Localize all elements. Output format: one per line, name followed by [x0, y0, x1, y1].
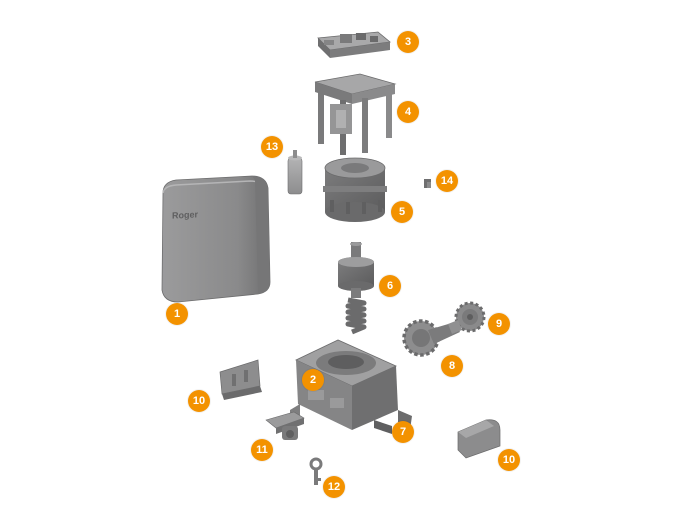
release-key [309, 457, 323, 485]
callout-2: 2 [302, 369, 324, 391]
drive-gear [402, 319, 462, 357]
callout-14: 14 [436, 170, 458, 192]
callout-13: 13 [261, 136, 283, 158]
callout-12: 12 [323, 476, 345, 498]
callout-8: 8 [441, 355, 463, 377]
callout-10-right: 10 [498, 449, 520, 471]
small-clip [424, 179, 431, 188]
capacitor [287, 150, 303, 195]
callout-5: 5 [391, 201, 413, 223]
end-cap-right [457, 419, 501, 459]
callout-1: 1 [166, 303, 188, 325]
callout-6: 6 [379, 275, 401, 297]
worm-shaft [338, 242, 374, 335]
callout-3: 3 [397, 31, 419, 53]
small-gear [454, 301, 486, 333]
end-cap-left [219, 359, 262, 400]
callout-11: 11 [251, 439, 273, 461]
callout-9: 9 [488, 313, 510, 335]
control-board [317, 31, 391, 58]
cover [161, 175, 271, 303]
callout-7: 7 [392, 421, 414, 443]
release-lever [265, 411, 305, 440]
cover-logo-text: Roger [172, 209, 199, 221]
motor [323, 157, 387, 222]
mounting-bracket [314, 73, 397, 155]
callout-10-left: 10 [188, 390, 210, 412]
callout-4: 4 [397, 101, 419, 123]
